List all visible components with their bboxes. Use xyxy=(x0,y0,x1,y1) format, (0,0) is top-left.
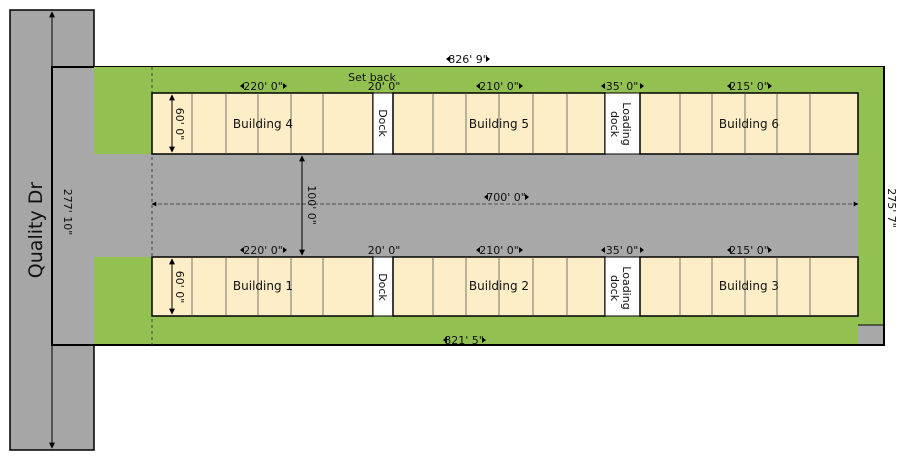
setback-label: Set back xyxy=(348,71,396,84)
grass-bottom-left xyxy=(94,257,152,320)
label-building-2: Building 2 xyxy=(469,279,529,293)
grass-bottom-strip xyxy=(152,316,858,345)
dim-bot-b1: 220' 0" xyxy=(243,244,283,257)
label-building-6: Building 6 xyxy=(719,117,779,131)
dim-bot-b2: 210' 0" xyxy=(479,244,519,257)
building-3 xyxy=(639,256,859,317)
dim-site-right: 275' 7" xyxy=(885,188,898,228)
grass-top-left xyxy=(94,93,152,154)
dim-bot-b3: 215' 0" xyxy=(729,244,769,257)
dim-site-top: 826' 9" xyxy=(448,53,488,66)
building-1 xyxy=(151,256,374,317)
road-name: Quality Dr xyxy=(25,182,47,279)
loading-dock-top-label-1: Loading xyxy=(620,102,633,145)
top-building-row xyxy=(151,92,859,155)
dim-drive-width: 100' 0" xyxy=(305,185,318,225)
loading-dock-bottom-label-2: dock xyxy=(608,275,621,302)
grass-right-strip xyxy=(858,93,884,325)
dim-bot-dock: 20' 0" xyxy=(368,244,401,257)
loading-dock-bottom xyxy=(604,256,641,317)
loading-dock-top xyxy=(604,92,641,155)
dock-bottom-label: Dock xyxy=(376,273,389,301)
label-building-5: Building 5 xyxy=(469,117,529,131)
dim-site-left: 277' 10" xyxy=(61,189,74,236)
dim-site-bottom: 821' 5" xyxy=(444,334,484,347)
label-building-3: Building 3 xyxy=(719,279,779,293)
dock-top-label: Dock xyxy=(376,109,389,137)
dimension-arrow-glyphs xyxy=(240,56,772,343)
loading-dock-bottom-label-1: Loading xyxy=(620,266,633,309)
grass-top-strip xyxy=(94,67,884,93)
dim-bot-loading: 35' 0" xyxy=(606,244,639,257)
dim-bottom-depth: 60' 0" xyxy=(173,271,186,304)
dim-drive-length: 700' 0" xyxy=(486,191,526,204)
loading-dock-top-label-2: dock xyxy=(608,111,621,138)
building-4 xyxy=(151,92,374,155)
dim-top-depth: 60' 0" xyxy=(173,108,186,141)
label-building-4: Building 4 xyxy=(233,117,293,131)
dim-top-b4: 220' 0" xyxy=(243,80,283,93)
bottom-building-row xyxy=(151,256,859,317)
grass-bottom-corner xyxy=(94,320,152,345)
dim-top-b5: 210' 0" xyxy=(479,80,519,93)
building-6 xyxy=(639,92,859,155)
dim-top-b6: 215' 0" xyxy=(729,80,769,93)
label-building-1: Building 1 xyxy=(233,279,293,293)
dim-top-loading: 35' 0" xyxy=(606,80,639,93)
dim-top-dock: 20' 0" xyxy=(368,80,401,93)
